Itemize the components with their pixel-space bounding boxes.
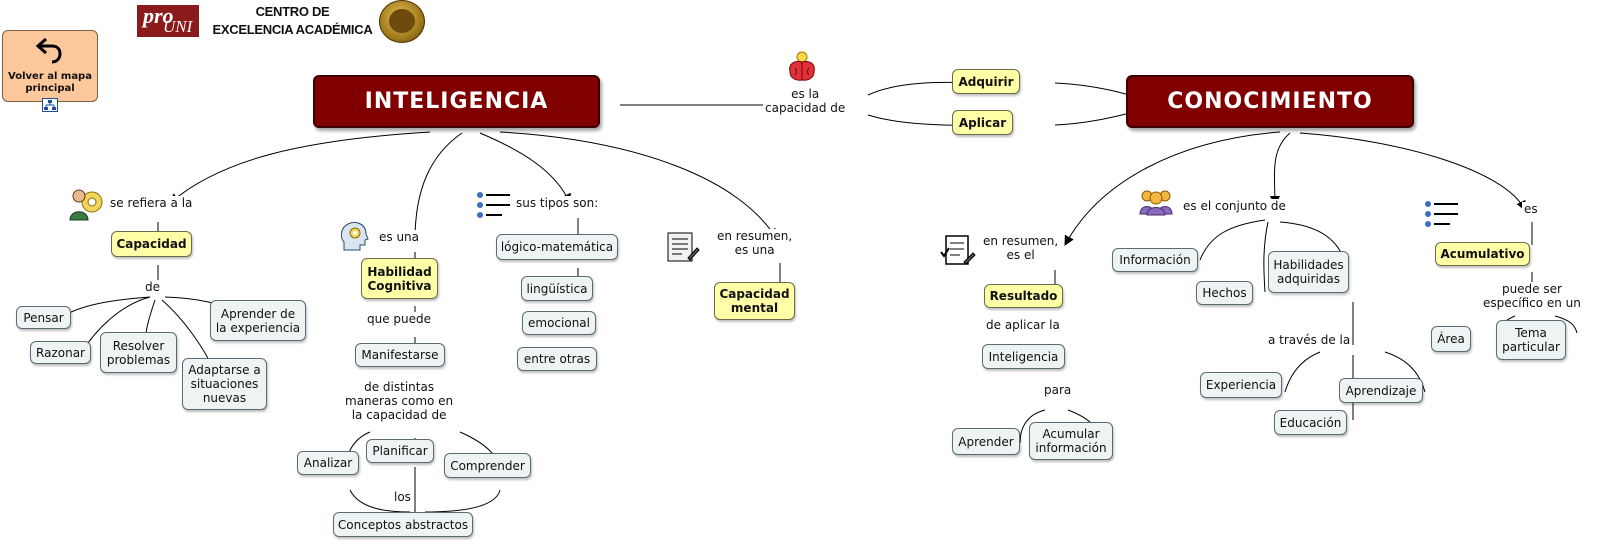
- node-educacion[interactable]: Educación: [1274, 410, 1347, 435]
- node-acumular-informacion[interactable]: Acumular información: [1029, 422, 1113, 460]
- header-title: CENTRO DE EXCELENCIA ACADÉMICA: [205, 3, 380, 39]
- logo-text-uni: UNI: [163, 17, 193, 36]
- link-label-conjunto-de: es el conjunto de: [1181, 199, 1288, 213]
- list-icon: [1425, 201, 1458, 227]
- header-title-line1: CENTRO DE: [255, 4, 330, 19]
- link-label-de: de: [143, 280, 162, 294]
- header-title-line2: EXCELENCIA ACADÉMICA: [212, 22, 373, 37]
- node-analizar[interactable]: Analizar: [297, 451, 359, 475]
- node-inteligencia[interactable]: INTELIGENCIA: [313, 75, 600, 128]
- node-aprender-experiencia[interactable]: Aprender de la experiencia: [210, 300, 306, 341]
- link-label-los: los: [392, 490, 413, 504]
- logo-text-pro: pro: [143, 3, 174, 28]
- link-label-puede-ser: puede ser específico en un: [1481, 282, 1583, 310]
- medal-seal-icon: [379, 0, 425, 43]
- person-gear-icon: [69, 189, 103, 221]
- node-linguistica[interactable]: lingüística: [521, 276, 593, 301]
- node-capacidad-mental[interactable]: Capacidad mental: [714, 282, 795, 320]
- map-icon[interactable]: [42, 98, 58, 112]
- undo-arrow-icon: [35, 37, 62, 64]
- link-label-distintas-maneras: de distintas maneras como en la capacida…: [343, 380, 456, 422]
- link-label-en-resumen-es-el: en resumen, es el: [981, 234, 1061, 262]
- checklist-icon: [940, 235, 976, 265]
- link-label-es: es: [1522, 202, 1540, 216]
- node-aplicar[interactable]: Aplicar: [952, 110, 1013, 135]
- node-resultado[interactable]: Resultado: [984, 284, 1063, 308]
- node-informacion[interactable]: Información: [1112, 248, 1198, 272]
- people-icon: [1139, 190, 1173, 216]
- link-label-capacidad-de: es la capacidad de: [763, 87, 848, 115]
- node-capacidad[interactable]: Capacidad: [111, 231, 192, 257]
- back-button-label: Volver al mapa principal: [8, 71, 92, 94]
- node-inteligencia-small[interactable]: Inteligencia: [982, 344, 1065, 369]
- node-resolver-problemas[interactable]: Resolver problemas: [100, 332, 177, 373]
- node-planificar[interactable]: Planificar: [366, 439, 434, 463]
- node-area[interactable]: Área: [1431, 326, 1471, 352]
- node-experiencia[interactable]: Experiencia: [1200, 372, 1282, 398]
- node-conceptos-abstractos[interactable]: Conceptos abstractos: [333, 512, 473, 537]
- node-pensar[interactable]: Pensar: [16, 306, 71, 329]
- link-label-para: para: [1042, 383, 1074, 397]
- node-entre-otras[interactable]: entre otras: [517, 347, 597, 371]
- node-habilidades-adquiridas[interactable]: Habilidades adquiridas: [1268, 251, 1349, 293]
- link-label-a-traves: a través de la: [1266, 333, 1353, 347]
- brain-idea-icon: [789, 51, 815, 81]
- link-label-se-refiera: se refiera a la: [108, 196, 195, 210]
- link-label-es-una: es una: [377, 230, 422, 244]
- node-razonar[interactable]: Razonar: [30, 341, 91, 364]
- list-icon: [477, 192, 510, 218]
- node-conocimiento[interactable]: CONOCIMIENTO: [1126, 75, 1414, 128]
- node-manifestarse[interactable]: Manifestarse: [355, 343, 445, 367]
- head-gear-icon: [340, 221, 369, 251]
- node-acumulativo[interactable]: Acumulativo: [1435, 242, 1530, 266]
- node-adaptarse[interactable]: Adaptarse a situaciones nuevas: [182, 358, 267, 410]
- node-comprender[interactable]: Comprender: [444, 453, 531, 478]
- link-label-de-aplicar: de aplicar la: [984, 318, 1062, 332]
- node-logico-matematica[interactable]: lógico-matemática: [496, 234, 618, 260]
- link-label-que-puede: que puede: [365, 312, 434, 326]
- prouni-logo: pro UNI: [137, 3, 199, 37]
- link-label-sus-tipos: sus tipos son:: [514, 196, 601, 210]
- node-tema-particular[interactable]: Tema particular: [1496, 320, 1566, 360]
- node-habilidad-cognitiva[interactable]: Habilidad Cognitiva: [361, 258, 438, 299]
- document-icon: [667, 232, 700, 262]
- link-label-en-resumen-es-una: en resumen, es una: [715, 229, 795, 257]
- node-adquirir[interactable]: Adquirir: [952, 69, 1020, 94]
- node-hechos[interactable]: Hechos: [1196, 281, 1253, 305]
- back-to-main-map-button[interactable]: Volver al mapa principal: [2, 30, 98, 112]
- node-emocional[interactable]: emocional: [522, 311, 596, 335]
- node-aprendizaje[interactable]: Aprendizaje: [1339, 378, 1423, 403]
- node-aprender[interactable]: Aprender: [952, 428, 1020, 455]
